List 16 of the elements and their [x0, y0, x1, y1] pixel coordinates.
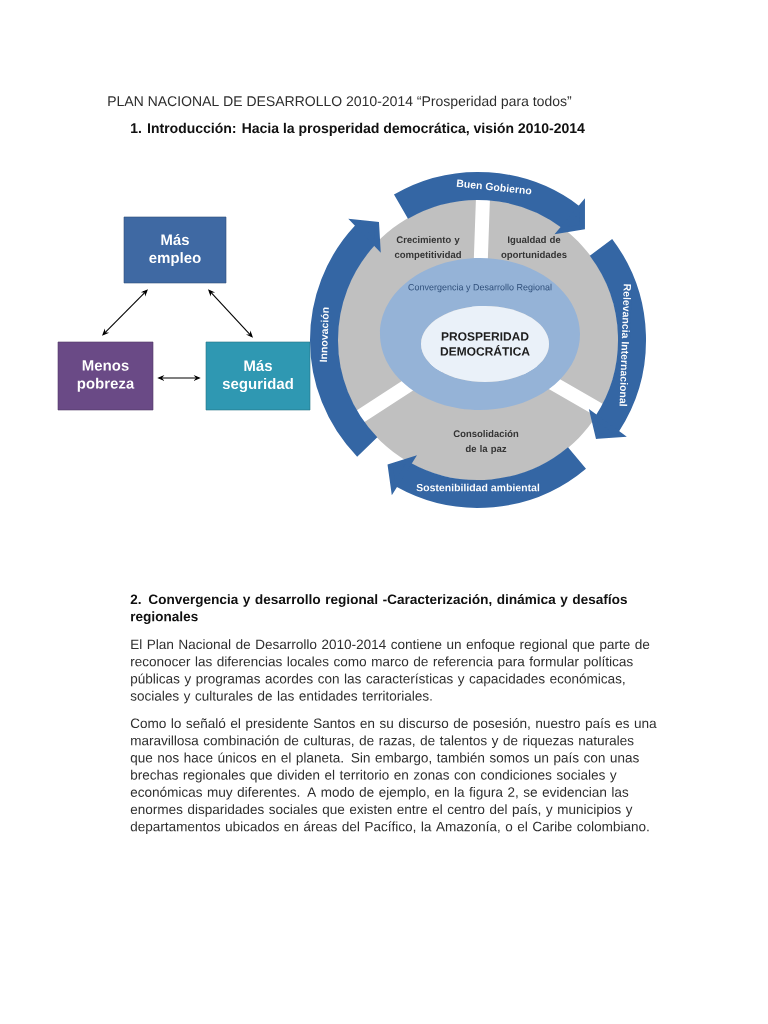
section-heading: 2. Convergencia y desarrollo regional -Caracterización, dinámica y desafíos regionales	[130, 594, 627, 625]
page-title: PLAN NACIONAL DE DESARROLLO 2010-2014 “Prosperidad para todos”	[108, 95, 572, 109]
paragraph: Como lo señaló el presidente Santos en su discurso de posesión, nuestro país es una maravillosa combinación de culturas, de razas, de talentos y de riquezas naturales que nos hace únicos en el planeta. Sin embargo, también somos un país con unas brechas regionales que dividen el territorio en zonas con condiciones sociales y económicas muy diferentes. A modo de ejemplo, en la figura 2, se evidencian las enormes disparidades sociales que existen entre el centro del país, y municipios y departamentos ubicados en áreas del Pacífico, la Amazonía, o el Caribe colombiano.	[130, 718, 657, 834]
curved-arrow	[387, 446, 586, 508]
concept-box: Más seguridad	[205, 341, 311, 411]
node-label: Crecimiento y competitividad	[394, 236, 461, 260]
double-arrow	[208, 289, 253, 338]
concept-box: Menos pobreza	[57, 341, 154, 411]
edge-label: Buen Gobierno	[455, 178, 533, 196]
section-heading: 1. Introducción: Hacia la prosperidad democrática, visión 2010-2014	[131, 122, 585, 136]
edge-label: Relevancia Internacional	[618, 282, 632, 408]
paragraph: El Plan Nacional de Desarrollo 2010-2014 contiene un enfoque regional que parte de reconocer las diferencias locales como marco de referencia para formular políticas públicas y programas acordes con las características y capacidades económicas, sociales y culturales de las entidades territoriales.	[130, 639, 650, 704]
edge-label: Innovación	[318, 306, 330, 363]
concept-box: Más empleo	[123, 216, 227, 284]
edge-label: Sostenibilidad ambiental	[415, 483, 541, 492]
double-arrow	[102, 289, 148, 336]
